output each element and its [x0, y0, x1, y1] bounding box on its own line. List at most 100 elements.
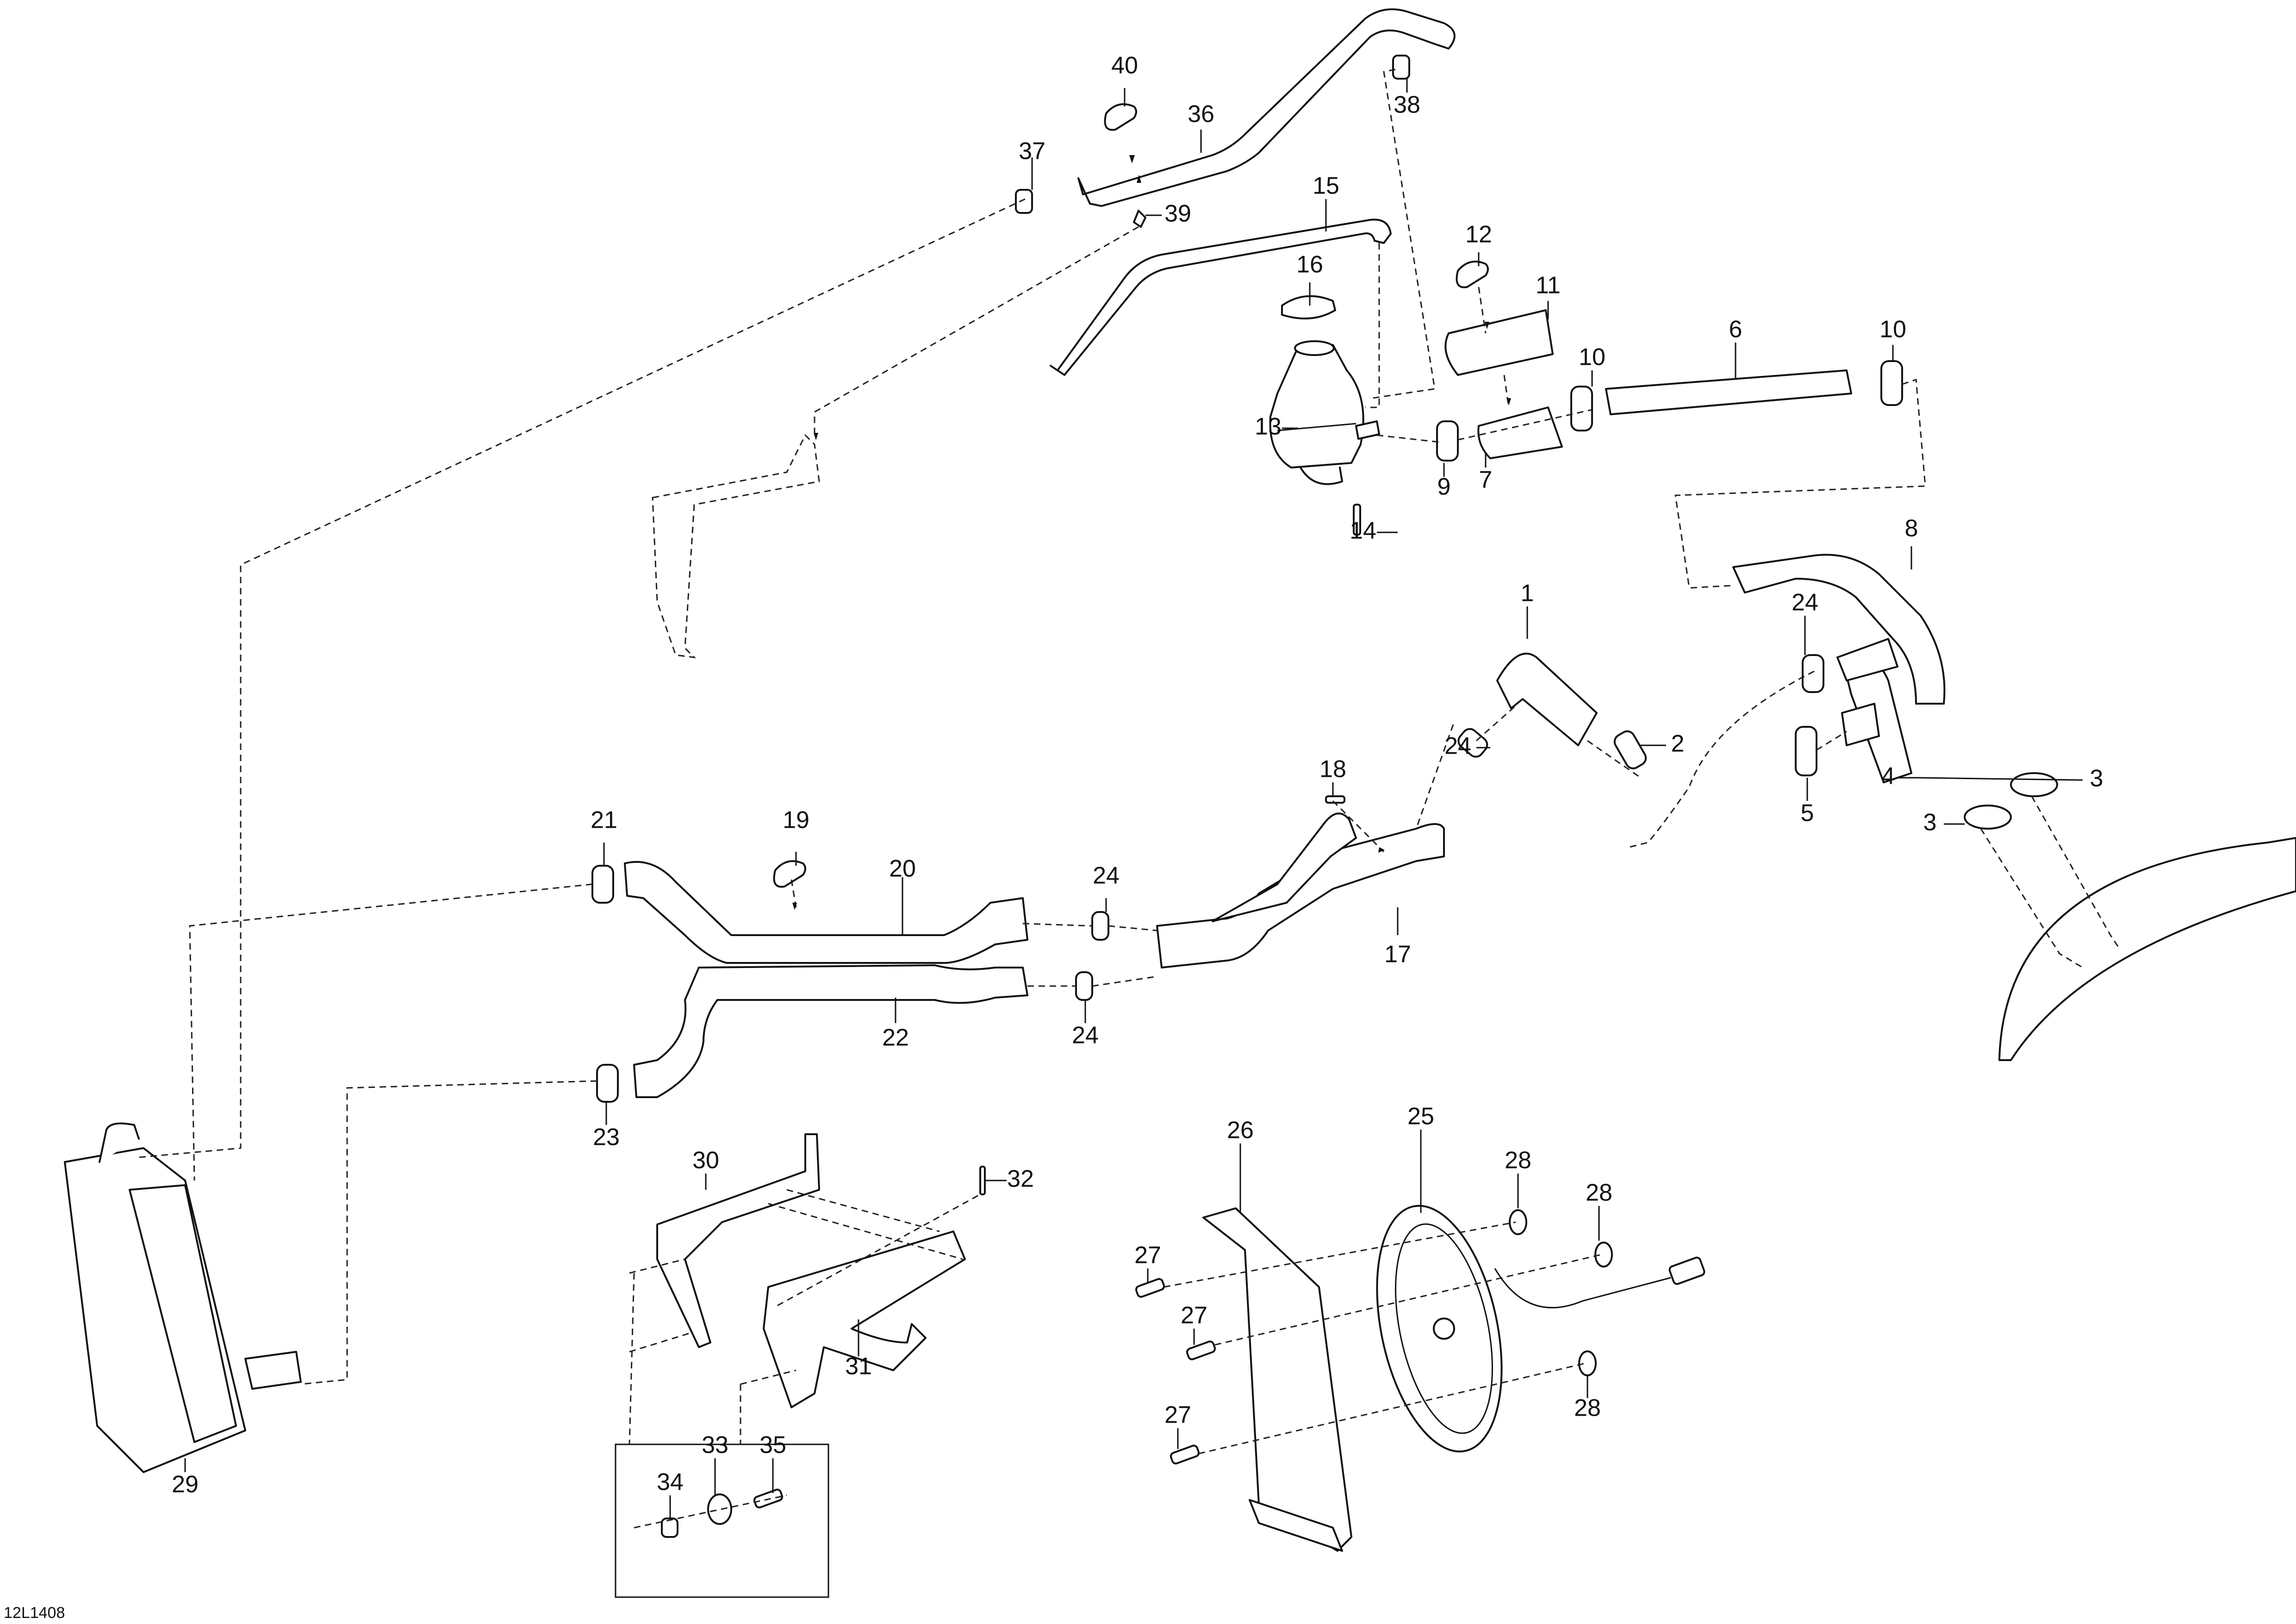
- nut-28-top: [1509, 1209, 1527, 1235]
- coolant-reservoir-13: [1269, 340, 1380, 485]
- nut-34: [661, 1518, 678, 1538]
- callout-3: 3: [2090, 765, 2103, 792]
- fan-shroud-26: [1202, 1207, 1352, 1552]
- callout-28: 28: [1574, 1395, 1601, 1422]
- callout-24: 24: [1093, 862, 1120, 889]
- nut-28-mid: [1594, 1242, 1613, 1268]
- callout-33: 33: [702, 1432, 728, 1459]
- radiator-fan-25: [1376, 1205, 1705, 1453]
- callout-6: 6: [1729, 316, 1742, 343]
- hose-4: [1836, 638, 1912, 783]
- grommet-33: [707, 1493, 732, 1525]
- hose-clamp-37: [1015, 189, 1033, 214]
- callout-39: 39: [1164, 200, 1191, 227]
- fan-connector: [1668, 1256, 1705, 1285]
- callout-14: 14: [1350, 518, 1376, 544]
- arrow-markers: [792, 155, 1511, 910]
- callout-35: 35: [759, 1432, 786, 1459]
- callout-12: 12: [1465, 221, 1492, 248]
- hose-7: [1477, 406, 1563, 459]
- callout-18: 18: [1319, 756, 1346, 783]
- push-clip-39: [1133, 210, 1146, 228]
- callout-31: 31: [845, 1353, 872, 1380]
- coolant-tube-6: [1605, 369, 1852, 415]
- clamp-3-lower: [1964, 805, 2012, 830]
- bracket-30: [656, 1133, 820, 1348]
- hardware-kit-box: [615, 1443, 829, 1598]
- callout-8: 8: [1905, 515, 1918, 542]
- hose-clamp-38: [1392, 55, 1410, 80]
- callout-7: 7: [1479, 467, 1493, 493]
- clamp-24-hose1: [1457, 728, 1488, 758]
- reservoir-cap-16: [1281, 295, 1336, 319]
- bracket-31: [763, 1230, 966, 1408]
- radiator-29: [64, 1122, 302, 1473]
- bolt-27-bottom: [1170, 1444, 1200, 1465]
- callout-13: 13: [1255, 413, 1282, 440]
- upper-hose-36: [1077, 8, 1456, 207]
- bolt-27-top: [1135, 1278, 1165, 1298]
- callout-10: 10: [1879, 316, 1906, 343]
- vent-hose-15: [1050, 219, 1392, 376]
- callout-37: 37: [1019, 138, 1045, 165]
- callout-3: 3: [1923, 809, 1937, 836]
- callout-38: 38: [1394, 92, 1420, 119]
- callout-24: 24: [1072, 1022, 1099, 1049]
- clamp-21: [591, 865, 614, 904]
- callout-29: 29: [172, 1471, 199, 1498]
- hose-20: [624, 861, 1028, 964]
- callout-28: 28: [1586, 1180, 1612, 1206]
- clamp-5: [1795, 726, 1817, 776]
- callout-23: 23: [593, 1124, 620, 1151]
- callout-19: 19: [783, 807, 809, 834]
- clamp-10-left: [1570, 386, 1593, 431]
- callout-21: 21: [591, 807, 617, 834]
- rivet-32: [979, 1166, 986, 1195]
- callout-10: 10: [1579, 344, 1605, 371]
- clamp-24-hose22: [1075, 971, 1093, 1001]
- sleeve-11: [1444, 309, 1554, 376]
- callout-22: 22: [882, 1024, 909, 1051]
- callout-20: 20: [889, 856, 916, 882]
- clamp-10-right: [1880, 360, 1903, 406]
- callout-34: 34: [657, 1469, 684, 1496]
- callout-24: 24: [1444, 733, 1471, 760]
- callout-40: 40: [1111, 52, 1138, 79]
- callout-30: 30: [692, 1147, 719, 1174]
- callout-2: 2: [1671, 731, 1685, 757]
- y-hose-17: [1156, 812, 1445, 968]
- clamp-2: [1613, 730, 1647, 769]
- bolt-27-mid: [1186, 1340, 1216, 1361]
- nut-28-bottom: [1578, 1350, 1597, 1376]
- clamp-24-hose20: [1091, 911, 1109, 941]
- callout-32: 32: [1007, 1166, 1034, 1193]
- figure-id: 12L1408: [4, 1604, 65, 1622]
- callout-11: 11: [1536, 272, 1561, 299]
- leader-lines: [184, 79, 2083, 1518]
- clamp-24-upper-right: [1802, 654, 1824, 693]
- callout-26: 26: [1227, 1117, 1254, 1144]
- assembly-lines: [138, 69, 2121, 1529]
- callout-labels: 1 2 3 3 4 5 6 7 8 9 10 10 11 12 13 14 15…: [172, 52, 2103, 1498]
- hose-8: [1732, 554, 1946, 705]
- screw-14: [1353, 504, 1361, 536]
- callout-24: 24: [1792, 589, 1818, 616]
- callout-27: 27: [1181, 1302, 1207, 1329]
- callout-9: 9: [1437, 474, 1451, 500]
- clamp-23: [596, 1064, 619, 1103]
- engine-shroud: [1998, 837, 2296, 1061]
- callout-27: 27: [1134, 1242, 1161, 1269]
- hose-1: [1496, 652, 1598, 746]
- hose-22: [633, 964, 1028, 1098]
- cable-strap-12: [1456, 261, 1489, 288]
- callout-1: 1: [1521, 580, 1534, 607]
- bolt-18: [1325, 795, 1345, 804]
- callout-4: 4: [1882, 763, 1895, 790]
- cable-strap-40: [1104, 103, 1137, 131]
- callout-16: 16: [1296, 251, 1323, 278]
- clamp-9: [1436, 420, 1459, 462]
- callout-5: 5: [1801, 800, 1814, 827]
- bracket-ghost: [652, 434, 820, 659]
- clamp-3-upper: [2010, 772, 2058, 797]
